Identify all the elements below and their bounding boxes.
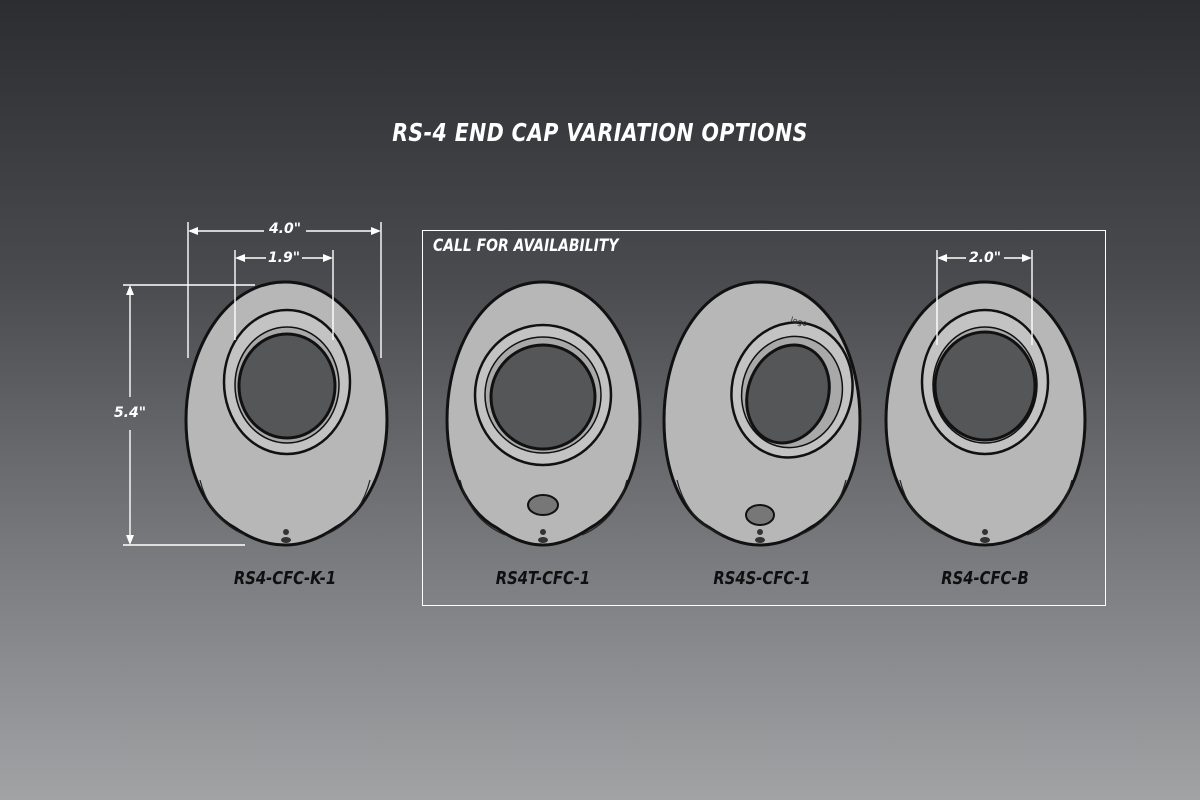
dimension-height [123, 284, 255, 546]
dimension-outlet-width [234, 250, 334, 340]
dimension-outlet-width-b [936, 250, 1033, 345]
end-cap-k1 [184, 280, 389, 547]
outer-width-label: 4.0" [268, 221, 302, 237]
end-cap-b [884, 280, 1087, 547]
part-label-k1: RS4-CFC-K-1 [233, 568, 337, 589]
part-label-rs4s: RS4S-CFC-1 [713, 568, 811, 589]
outlet-width-b-label: 2.0" [968, 250, 1002, 266]
svg-text:logo: logo [789, 315, 808, 328]
dimension-outer-width [187, 222, 382, 358]
end-cap-rs4t [445, 280, 642, 547]
availability-label: CALL FOR AVAILABILITY [433, 236, 619, 256]
height-label: 5.4" [113, 405, 147, 421]
end-cap-rs4s: logo [662, 280, 862, 547]
availability-box: CALL FOR AVAILABILITY [422, 230, 1106, 606]
part-label-rs4t: RS4T-CFC-1 [495, 568, 591, 589]
page-title: RS-4 END CAP VARIATION OPTIONS [392, 118, 808, 147]
outlet-width-label: 1.9" [267, 250, 301, 266]
part-label-b: RS4-CFC-B [941, 568, 1029, 589]
